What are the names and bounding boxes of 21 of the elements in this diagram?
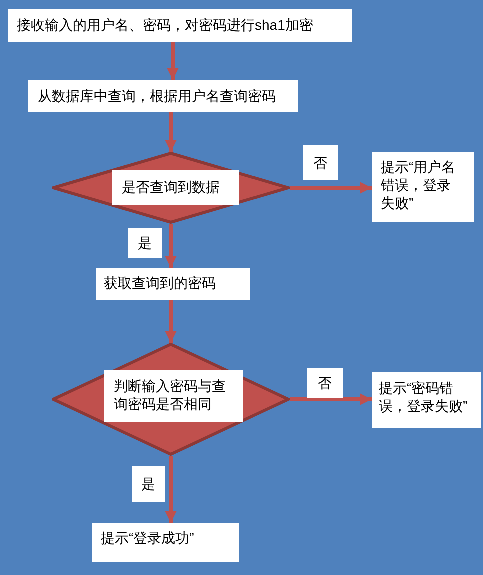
process-box: 提示“登录成功”: [92, 523, 239, 562]
decision-diamond: [52, 152, 290, 224]
edge-label: 否: [307, 368, 343, 398]
arrow: [165, 456, 177, 523]
process-box: 接收输入的用户名、密码，对密码进行sha1加密: [8, 9, 352, 42]
decision-diamond: [52, 343, 290, 456]
edge-label: 是: [132, 466, 165, 502]
arrow: [165, 300, 177, 343]
edge-label: 否: [303, 145, 338, 180]
decision-text: 判断输入密码与查询密码是否相同: [104, 370, 243, 422]
edge-label: 是: [128, 228, 162, 258]
arrow: [290, 182, 372, 194]
process-box: 提示“用户名错误，登录失败”: [372, 152, 474, 222]
process-box: 提示“密码错误，登录失败”: [372, 372, 481, 428]
arrow: [290, 394, 372, 406]
decision-text: 是否查询到数据: [112, 170, 239, 205]
process-box: 从数据库中查询，根据用户名查询密码: [28, 80, 298, 112]
arrow: [167, 42, 179, 80]
arrow: [165, 224, 177, 268]
arrow: [165, 112, 177, 152]
process-box: 获取查询到的密码: [96, 268, 250, 300]
